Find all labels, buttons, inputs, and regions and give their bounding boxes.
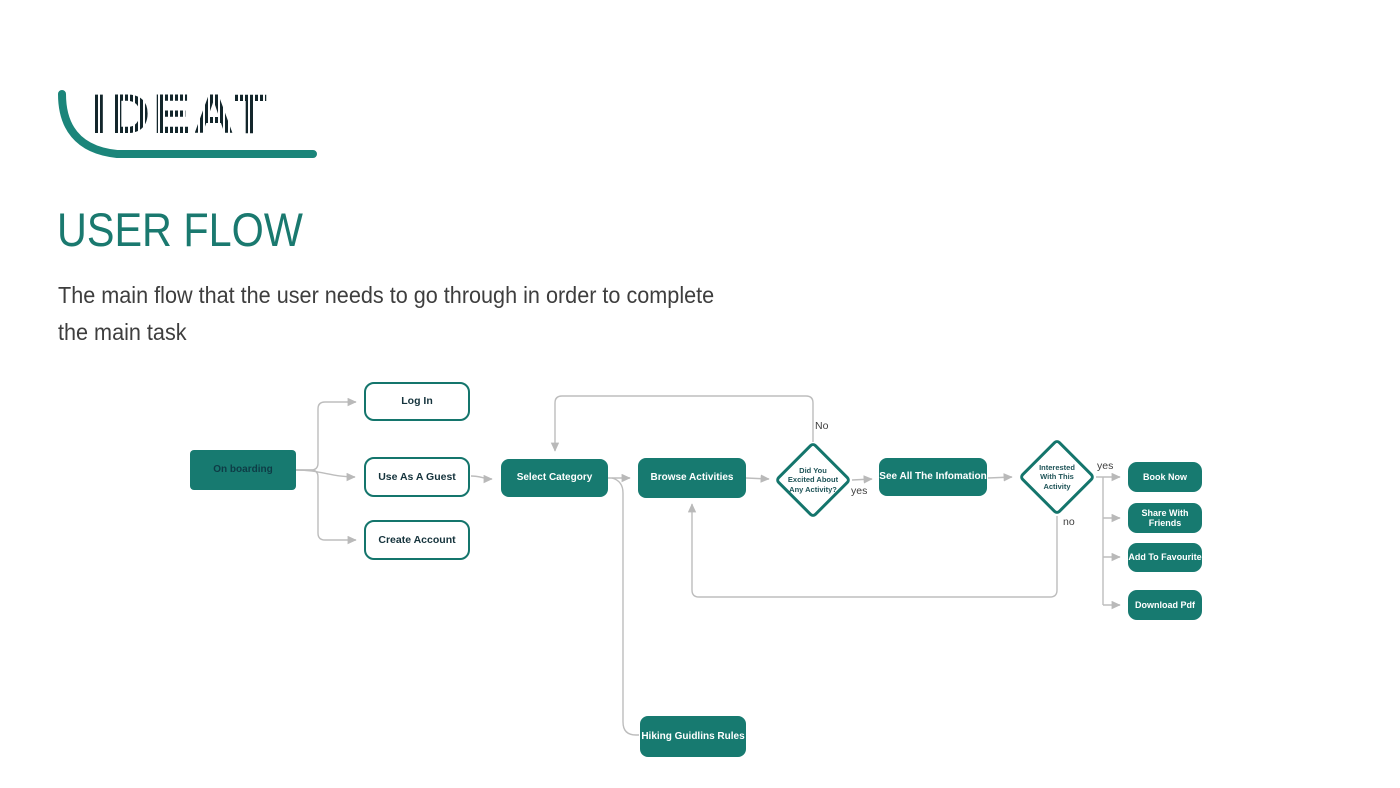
edge-label-no-top-loop: No xyxy=(815,420,829,432)
flow-decision-interested: Interested With This Activity xyxy=(1017,437,1097,517)
edge-label-no-interested: no xyxy=(1063,516,1075,528)
flow-node-hiking-guidlins-rules: Hiking Guidlins Rules xyxy=(640,716,746,757)
flow-node-use-as-a-guest: Use As A Guest xyxy=(364,457,470,497)
node-label: See All The Infomation xyxy=(879,471,987,483)
flow-node-see-all-the-infomation: See All The Infomation xyxy=(879,458,987,496)
node-label: Select Category xyxy=(516,472,593,484)
flow-node-browse-activities: Browse Activities xyxy=(638,458,746,498)
node-label: Book Now xyxy=(1143,471,1187,482)
ideat-logo: IDEAT xyxy=(55,78,321,162)
edge-label-yes-excited: yes xyxy=(851,485,868,497)
flow-node-download-pdf: Download Pdf xyxy=(1128,590,1202,620)
logo-text: IDEAT xyxy=(91,82,270,145)
node-label: Add To Favourite xyxy=(1128,552,1202,563)
node-label: Download Pdf xyxy=(1135,599,1195,610)
node-label: On boarding xyxy=(213,464,273,476)
subtitle-line-2: the main task xyxy=(58,319,187,345)
flow-node-log-in: Log In xyxy=(364,382,470,421)
node-label: Browse Activities xyxy=(650,472,734,484)
node-label: Share With Friends xyxy=(1141,507,1189,528)
node-label: Did You Excited About Any Activity? xyxy=(787,465,839,494)
node-label: Use As A Guest xyxy=(378,470,456,483)
flow-decision-excited: Did You Excited About Any Activity? xyxy=(773,440,853,520)
flow-node-book-now: Book Now xyxy=(1128,462,1202,492)
page-title: USER FLOW xyxy=(57,203,303,256)
node-label: Hiking Guidlins Rules xyxy=(641,730,745,742)
subtitle-line-1: The main flow that the user needs to go … xyxy=(58,282,715,308)
ideat-logo-icon: IDEAT xyxy=(58,82,317,158)
page-subtitle: The main flow that the user needs to go … xyxy=(58,277,714,351)
flow-node-add-to-favourite: Add To Favourite xyxy=(1128,543,1202,572)
edge-label-yes-interested: yes xyxy=(1097,460,1114,472)
logo-swoosh xyxy=(58,90,317,158)
flow-node-share-with-friends: Share With Friends xyxy=(1128,503,1202,533)
node-label: Interested With This Activity xyxy=(1039,462,1075,491)
node-label: Log In xyxy=(401,395,433,408)
flow-node-on-boarding: On boarding xyxy=(190,450,296,490)
node-label: Create Account xyxy=(378,533,456,546)
flow-node-select-category: Select Category xyxy=(501,459,608,497)
flow-node-create-account: Create Account xyxy=(364,520,470,560)
